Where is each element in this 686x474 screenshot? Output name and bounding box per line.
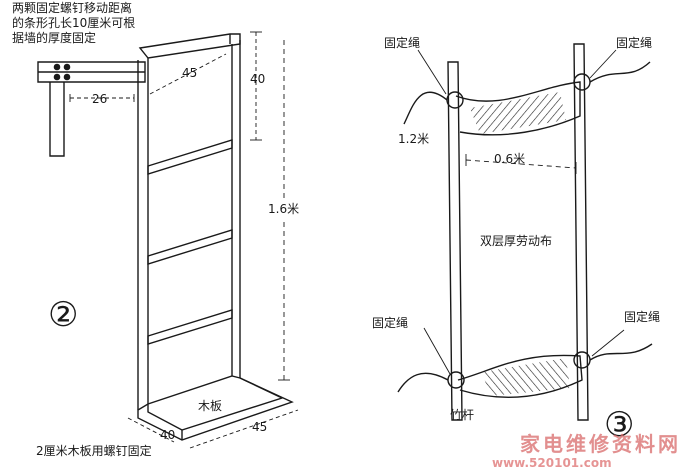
dim-base-width: 45 (252, 420, 268, 434)
dim-base-depth: 40 (160, 428, 176, 442)
rope-label-bottom-right: 固定绳 (624, 310, 661, 324)
frame-dimensions (69, 31, 299, 449)
cloth-top (455, 81, 581, 136)
wooden-frame (37, 33, 294, 441)
dim-width: 0.6米 (494, 152, 526, 166)
hammock (397, 43, 653, 421)
watermark-site-name: 家电维修资料网 (520, 432, 681, 456)
rope-label-top-left: 固定绳 (384, 36, 421, 50)
caption: 2厘米木板用螺钉固定 (36, 444, 152, 458)
arm-hanger (49, 82, 65, 157)
hammock-dimensions (465, 154, 577, 174)
note-line-1: 两颗固定螺钉移动距离 (12, 1, 133, 15)
figure-number-3: ③ (604, 405, 635, 445)
screw-note: 两颗固定螺钉移动距离 的条形孔长10厘米可根 据墙的厚度固定 (12, 1, 135, 46)
note-line-3: 据墙的厚度固定 (12, 31, 97, 45)
watermark-url: www.520101.com (492, 456, 612, 470)
figure-number-2: ② (48, 295, 79, 335)
rope-top-left (403, 91, 448, 125)
rope-top-right (589, 61, 651, 83)
pole-label: 竹杆 (450, 408, 475, 422)
dim-total-height: 1.6米 (268, 202, 300, 216)
rope-label-top-right: 固定绳 (616, 36, 653, 50)
wall-arm (37, 61, 146, 83)
base-label: 木板 (198, 399, 223, 413)
rope-bottom-left (397, 372, 449, 393)
rope-bottom-right (589, 343, 653, 361)
rope-label-bottom-left: 固定绳 (372, 316, 409, 330)
top-board (138, 33, 241, 59)
note-line-2: 的条形孔长10厘米可根 (12, 16, 136, 30)
dim-arm-length: 26 (92, 92, 108, 106)
rung-2 (147, 229, 233, 265)
left-bamboo-pole (447, 61, 463, 421)
cloth-label: 双层厚劳动布 (480, 234, 553, 248)
dim-length: 1.2米 (398, 132, 430, 146)
rung-3 (147, 309, 233, 345)
ring-top-left (446, 91, 464, 109)
dim-top-height: 40 (250, 72, 266, 86)
dim-top-width: 45 (182, 66, 198, 80)
right-bamboo-pole (573, 43, 589, 421)
rung-1 (147, 139, 233, 175)
